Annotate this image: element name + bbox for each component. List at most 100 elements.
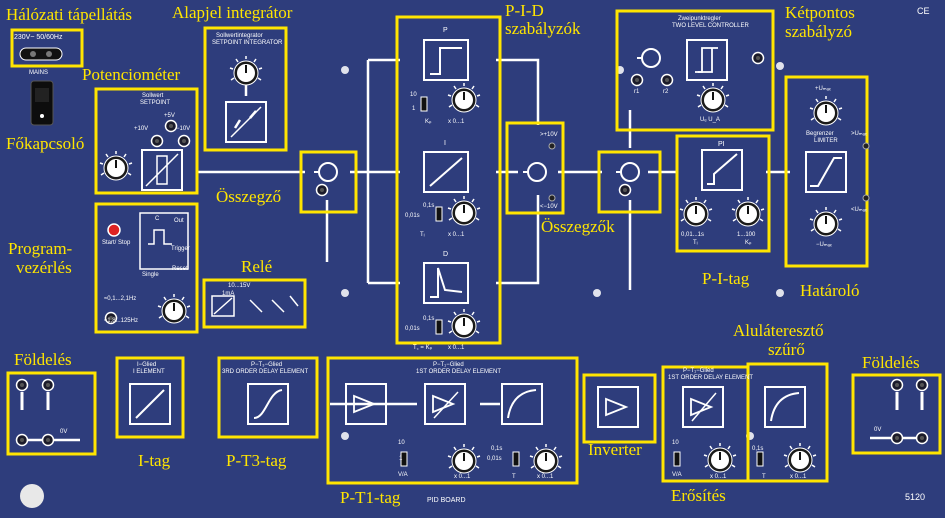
label-lowpass-line1: Aluláteresztő [733,321,824,340]
label-program-line2: vezérlés [16,258,72,277]
pt1-element-text: 1ST ORDER DELAY ELEMENT [416,369,502,375]
p-text: P [443,27,448,34]
kp2-text: Kₚ [745,240,752,246]
p-range-1: 1 [412,106,416,112]
begrenzer-text: Begrenzer [806,131,834,137]
amp-via-text: V/A [672,472,682,478]
r2-text: r2 [663,89,669,95]
pt1-glied-text: P−T₁−Glied [433,362,464,368]
d-t01s-text: 0,1s [423,316,435,322]
plus10-limit-text: >+10V [540,132,558,138]
board-number-text: 5120 [905,492,926,502]
trigger-text: Trigger [171,246,190,252]
d-text: D [443,251,449,258]
label-pid-line1: P-I-D [505,1,544,20]
freq2-text: ≈1,8...125Hz [104,318,138,324]
label-main-switch: Főkapcsoló [6,134,85,153]
r1-text: r1 [634,89,640,95]
summer-module-1 [299,150,358,214]
uein-ua-text: Uₑ U_A [700,117,720,123]
sollwert-text: Sollwert [142,93,164,99]
limiter-text: LIMITER [814,138,838,144]
amplifier-module [661,365,750,483]
pt1-t001s-text: 0,01s [487,456,502,462]
summer-module-3 [597,150,662,214]
label-lowpass-line2: szűrő [768,340,805,359]
ti2-text: Tᵢ [693,240,698,246]
board-name-text: PID BOARD [427,497,466,504]
i-t001s-text: 0,01s [405,213,420,219]
ground-right-module [851,373,942,455]
label-two-point-line1: Kétpontos [785,3,855,22]
pt3-glied-text: P−T₃−Glied [251,362,283,368]
pt1-range-10: 10 [398,440,405,446]
amp-range-10: 10 [672,440,679,446]
ti-text: Tᵢ [420,232,425,238]
plus-umax-text: +Uₘₐₓ [815,86,831,92]
label-program-line1: Program- [8,239,73,258]
relay-module [202,278,307,329]
two-point-controller-module [615,9,775,132]
minus-umax-text: −Uₘₐₓ [816,242,832,248]
setpoint-integrator-module [203,26,288,152]
pt1b-glied-text: P−T₁−Glied [683,368,714,374]
label-potentiometer: Potenciométer [82,65,181,84]
amp-x01-text: x 0...1 [710,474,727,480]
ground-left-0v-text: 0V [60,429,68,435]
i-x01-text: x 0...1 [448,232,465,238]
gt-umax-text: >Uₘₐₓ [851,131,867,137]
pt1-x01b-text: x 0...1 [537,474,554,480]
single-text: Single [142,272,159,278]
lowpass-filter-module [746,362,829,483]
pt1-range-1: 1 [399,456,403,462]
label-ground-left: Földelés [14,350,72,369]
mains-text: MAINS [29,70,49,76]
pt1-via-text: V/A [398,472,408,478]
td-text: T꜀ = Kₚ [413,345,433,351]
label-two-point-line2: szabályzó [785,22,853,41]
d-x01-text: x 0...1 [448,345,465,351]
i-element-text: I ELEMENT [133,369,165,375]
relay-voltage-text: 10...15V [228,283,251,289]
inverter-module [582,373,657,444]
pid-controller-module [395,15,502,345]
label-summer: Összegző [216,187,282,206]
pt1-x01-text: x 0...1 [454,474,471,480]
plus10v-text: +10V [134,126,149,132]
kp-text: Kₚ [425,119,432,125]
minus10-limit-text: <−10V [540,204,558,210]
i-text: I [444,140,446,147]
limiter-module [784,75,870,268]
i-glied-text: I−Glied [137,362,157,368]
mains-voltage-text: 230V~ 50/60Hz [14,34,63,41]
label-pi-element: P-I-tag [702,269,750,288]
i-element-module [115,356,185,439]
out-text: Out [174,218,184,224]
p-range-10: 10 [410,92,417,98]
label-pt1-element: P-T1-tag [340,488,401,507]
mounting-dots [341,62,784,440]
label-summers: Összegzők [541,217,615,236]
label-limiter: Határoló [800,281,860,300]
kp-range-text: 1...100 [737,232,756,238]
label-setpoint-integrator: Alapjel integrátor [172,3,293,22]
label-amplifier: Erősítés [671,486,726,505]
setpoint-module [94,87,199,195]
sollwertintegrator-text: Sollwertintegrator [216,33,263,39]
label-inverter: Inverter [588,440,642,459]
d-t001s-text: 0,01s [405,326,420,332]
p-x01-text: x 0...1 [448,119,465,125]
start-stop-text: Start/ Stop [102,240,131,246]
lp-x01-text: x 0...1 [790,474,807,480]
freq1-text: ≈0,1...2,1Hz [104,296,137,302]
label-pid-line2: szabályzók [505,19,581,38]
setpoint-integrator-text: SETPOINT INTEGRATOR [212,40,283,46]
i-t01s-text: 0,1s [423,203,435,209]
setpoint-text: SETPOINT [140,100,171,106]
label-i-element: I-tag [138,451,171,470]
pt1b-element-text: 1ST ORDER DELAY ELEMENT [668,375,754,381]
lt-umax-text: <Uₘₐₓ [851,207,867,213]
ce-mark: CE [917,6,930,16]
